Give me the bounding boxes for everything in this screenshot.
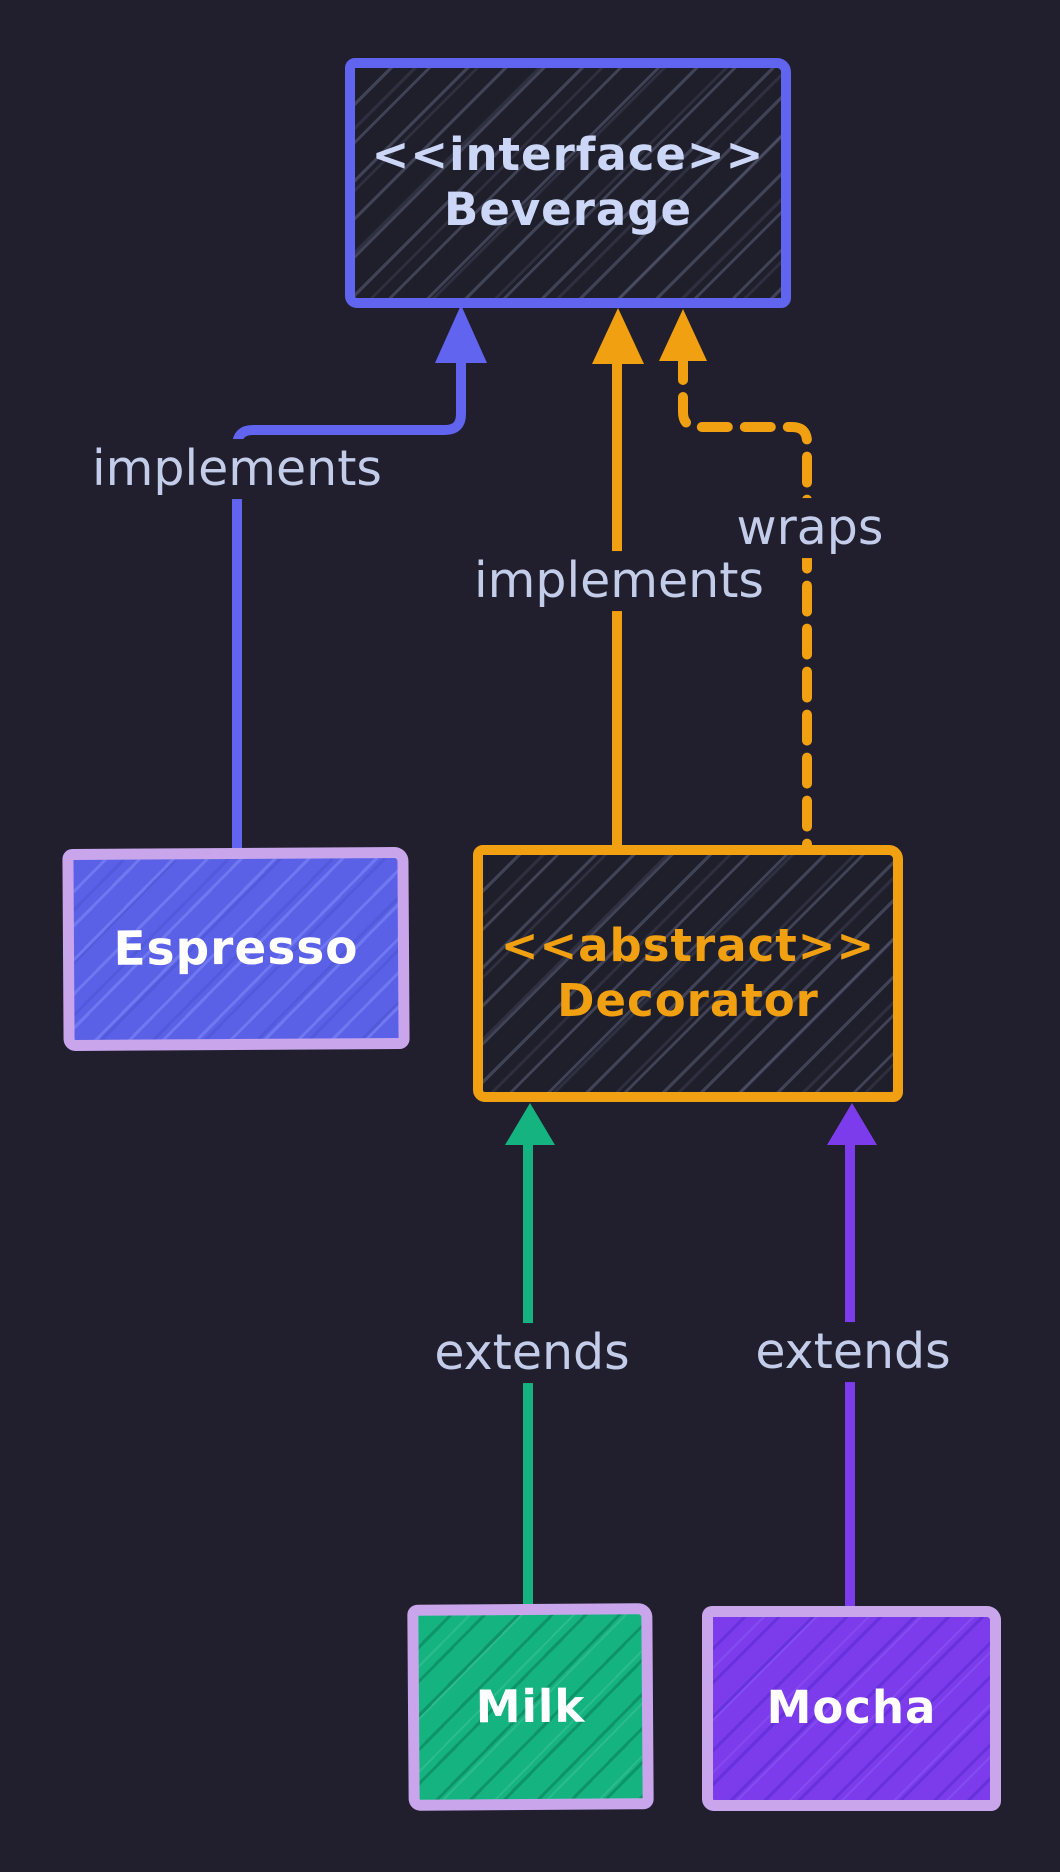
node-beverage-stereotype: <<interface>> — [371, 128, 765, 182]
edge-espresso-implements-arrowhead-icon — [435, 305, 487, 363]
node-beverage: <<interface>> Beverage — [345, 58, 791, 308]
edge-milk-extends-arrowhead-icon — [505, 1103, 555, 1145]
edge-label-extends-mocha: extends — [740, 1322, 966, 1382]
edge-decorator-implements-arrowhead-icon — [592, 308, 644, 364]
edge-decorator-wraps-line — [678, 349, 812, 851]
node-milk-name: Milk — [475, 1679, 586, 1733]
node-decorator-name: Decorator — [557, 973, 819, 1027]
edge-label-implements-decorator: implements — [459, 551, 779, 611]
edge-label-extends-milk: extends — [419, 1323, 645, 1383]
node-mocha: Mocha — [702, 1606, 1001, 1811]
node-decorator: <<abstract>> Decorator — [473, 845, 903, 1102]
node-beverage-name: Beverage — [444, 183, 692, 236]
edge-label-wraps: wraps — [721, 498, 899, 558]
node-decorator-stereotype: <<abstract>> — [500, 918, 876, 972]
edge-label-implements-espresso: implements — [77, 439, 397, 499]
node-espresso: Espresso — [62, 846, 410, 1052]
edge-mocha-extends-arrowhead-icon — [827, 1103, 877, 1145]
node-mocha-name: Mocha — [766, 1681, 937, 1735]
node-espresso-name: Espresso — [113, 920, 359, 978]
node-milk: Milk — [407, 1603, 654, 1811]
edge-espresso-implements-line — [232, 347, 466, 853]
edge-decorator-wraps-arrowhead-icon — [659, 309, 707, 361]
